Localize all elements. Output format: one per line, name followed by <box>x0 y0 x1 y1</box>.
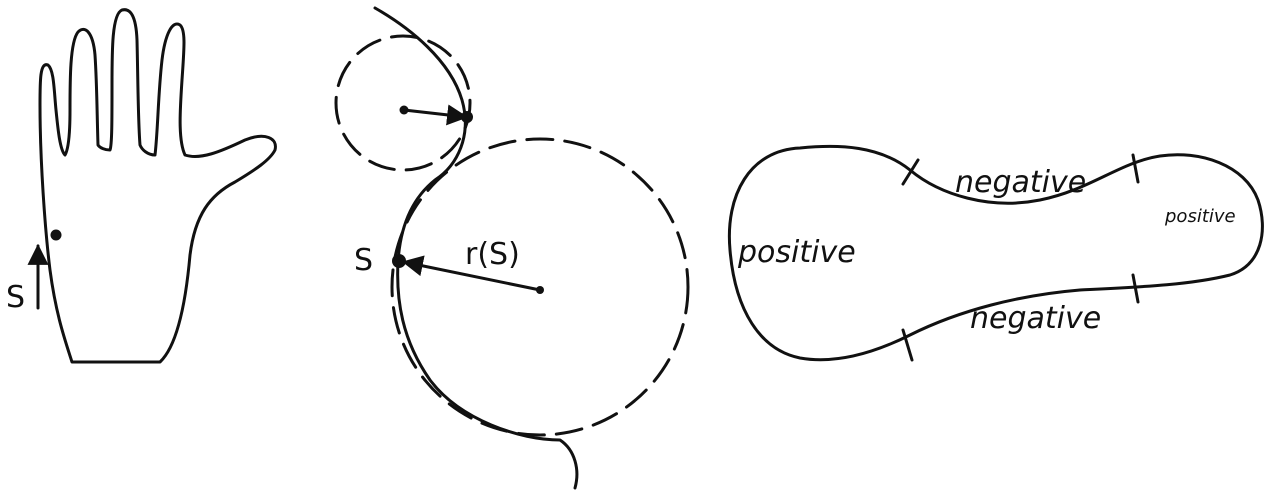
hand-panel: S <box>6 10 275 362</box>
point-label: S <box>354 243 373 278</box>
hand-point <box>51 230 62 241</box>
sign-change-tick-1 <box>903 160 918 184</box>
large-circle-center <box>536 286 544 294</box>
small-circle-center <box>400 106 409 115</box>
tangent-point-s <box>392 254 406 268</box>
arc-length-label: S <box>6 280 25 315</box>
sign-change-tick-2 <box>1133 155 1138 182</box>
hand-outline <box>40 10 275 362</box>
small-osculating-circle <box>336 36 470 170</box>
bottom-negative-label: negative <box>970 301 1101 336</box>
osculating-circle-panel: S r(S) <box>336 8 688 488</box>
right-positive-label: positive <box>1164 206 1236 227</box>
radius-label: r(S) <box>465 237 520 272</box>
left-positive-label: positive <box>737 235 856 270</box>
signed-curvature-panel: positive positive negative negative <box>729 146 1262 360</box>
small-radius-arrow <box>404 110 466 117</box>
top-negative-label: negative <box>955 165 1086 200</box>
small-tangent-point <box>461 111 473 123</box>
